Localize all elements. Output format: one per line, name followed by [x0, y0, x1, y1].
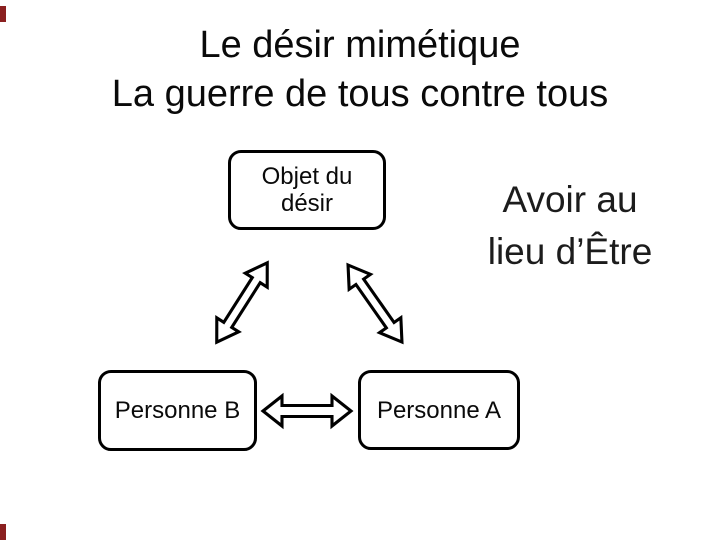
- avoir-annotation-line-1: Avoir au: [502, 179, 638, 220]
- double-arrow-object-person-a: [346, 262, 404, 345]
- slide-edge-mark-bottom: [0, 524, 6, 540]
- avoir-annotation: Avoir au lieu d’Être: [455, 174, 685, 278]
- personne-b-box: Personne B: [98, 370, 257, 451]
- slide-title: Le désir mimétique La guerre de tous con…: [0, 21, 720, 119]
- personne-b-label: Personne B: [114, 397, 241, 424]
- double-arrow-person-b-person-a: [260, 392, 354, 430]
- personne-a-label: Personne A: [376, 396, 502, 424]
- slide-title-line-1: Le désir mimétique: [199, 24, 521, 66]
- slide-edge-mark-top: [0, 6, 6, 22]
- avoir-annotation-line-2: lieu d’Être: [487, 231, 653, 272]
- personne-a-box: Personne A: [358, 370, 520, 450]
- double-arrow-object-person-b: [215, 260, 269, 345]
- object-du-desir-box: Objet du désir: [228, 150, 386, 230]
- object-box-label-line-1: Objet du: [261, 163, 353, 190]
- object-box-label-line-2: désir: [280, 190, 334, 217]
- slide-title-line-2: La guerre de tous contre tous: [111, 73, 609, 115]
